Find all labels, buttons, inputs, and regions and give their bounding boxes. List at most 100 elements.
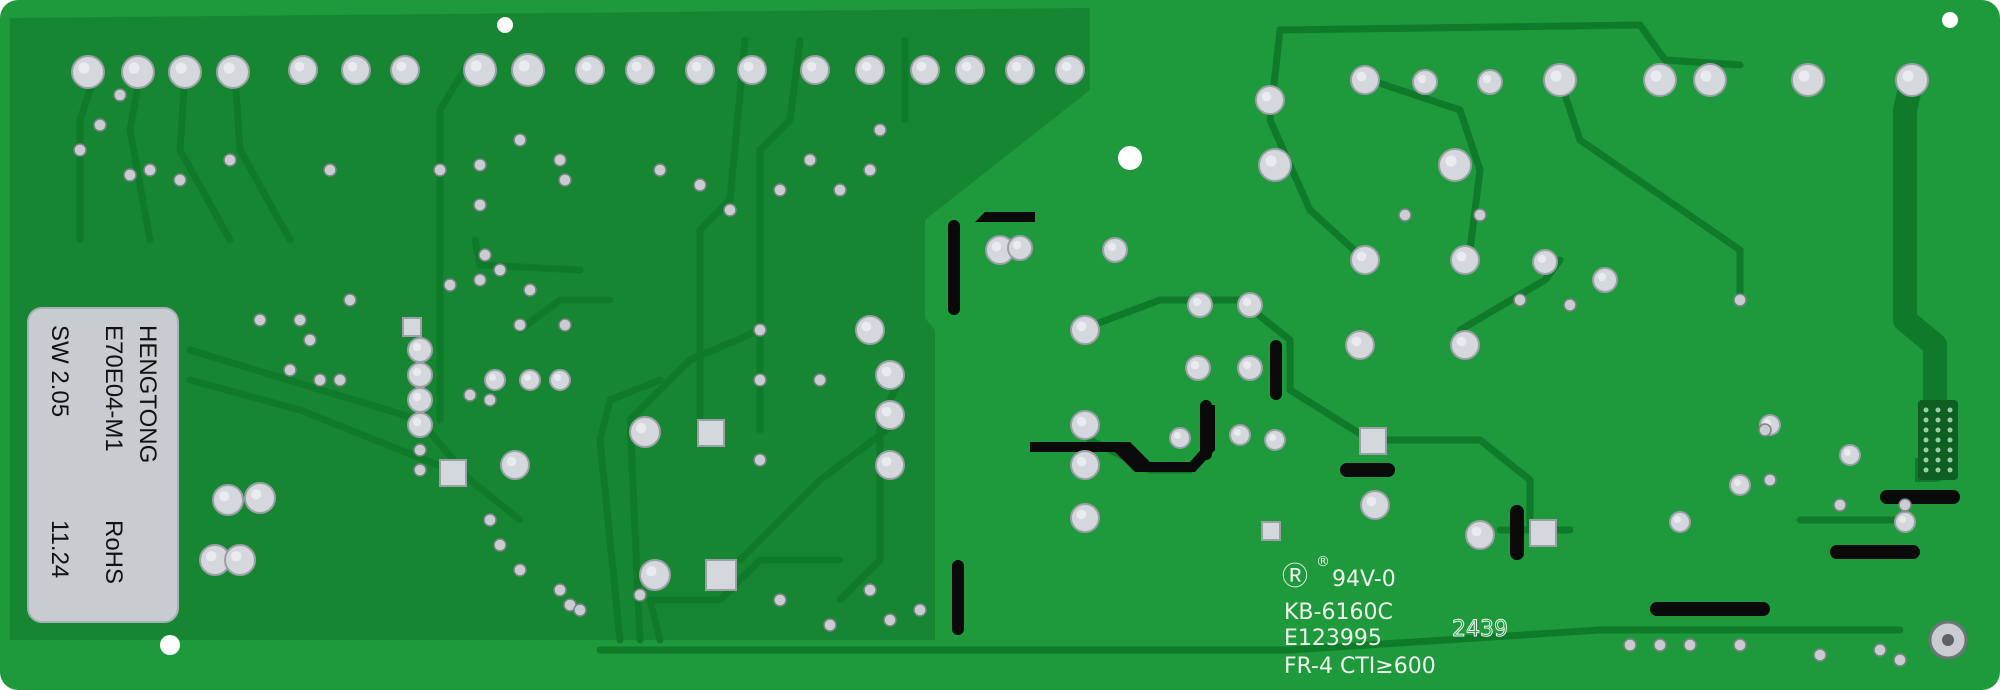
solder-pad [407, 337, 433, 363]
connector-pins [1923, 407, 1953, 473]
solder-pad-highlight [231, 551, 242, 562]
label-line1: HENGTONG [134, 325, 161, 463]
solder-pad-highlight [1351, 336, 1362, 347]
solder-pad-highlight [1597, 272, 1607, 282]
solder-pad [484, 369, 506, 391]
via [558, 173, 572, 187]
solder-pad [168, 55, 202, 89]
solder-pad [500, 450, 530, 480]
solder-pad [625, 55, 655, 85]
solder-pad-highlight [518, 60, 530, 72]
solder-pad-highlight [128, 62, 140, 74]
via [253, 313, 267, 327]
solder-pad-highlight [1417, 74, 1427, 84]
via [293, 313, 307, 327]
label-line3: SW 2.05 [46, 325, 73, 417]
via [1563, 298, 1577, 312]
via [833, 183, 847, 197]
solder-pad-highlight [1674, 516, 1681, 523]
solder-pad [1465, 520, 1495, 550]
solder-pad [639, 559, 671, 591]
solder-pad-highlight [1471, 526, 1482, 537]
solder-pad-highlight [1844, 449, 1851, 456]
via [483, 513, 497, 527]
solder-pad [1839, 444, 1861, 466]
connector-pin [1947, 427, 1953, 433]
solder-pad-highlight [294, 61, 305, 72]
solder-pad [875, 360, 905, 390]
connector-pin [1935, 427, 1941, 433]
via [323, 163, 337, 177]
solder-pad [244, 482, 276, 514]
connector-pin [1923, 417, 1929, 423]
solder-pad-highlight [1902, 70, 1914, 82]
via [1623, 638, 1637, 652]
solder-pad [1592, 267, 1618, 293]
solder-pad-highlight [881, 406, 892, 417]
solder-pad [224, 544, 256, 576]
via [558, 318, 572, 332]
solder-pad-highlight [1242, 297, 1252, 307]
solder-pad-highlight [412, 342, 422, 352]
solder-pad [1450, 330, 1480, 360]
solder-pad [1350, 245, 1380, 275]
solder-pad [1543, 63, 1577, 97]
via [1683, 638, 1697, 652]
solder-pad-highlight [1537, 254, 1547, 264]
solder-pad [575, 55, 605, 85]
solder-pad [407, 362, 433, 388]
solder-pad [1345, 330, 1375, 360]
label-sticker: HENGTONG E70E04-M1 SW 2.05 RoHS 11.24 [27, 307, 179, 623]
via [1873, 643, 1887, 657]
solder-pad [1237, 355, 1263, 381]
solder-pad [1264, 429, 1286, 451]
via [493, 263, 507, 277]
via [1733, 293, 1747, 307]
solder-pad-highlight [489, 374, 496, 381]
via [1398, 208, 1412, 222]
solder-pad [1070, 450, 1100, 480]
connector-pin [1935, 437, 1941, 443]
connector-pin [1923, 437, 1929, 443]
solder-pad [407, 412, 433, 438]
slot-cutout [975, 212, 1035, 222]
solder-pad-highlight [1174, 432, 1181, 439]
via [873, 123, 887, 137]
vias [73, 88, 1912, 667]
solder-pad-highlight [219, 491, 230, 502]
solder-pad-highlight [1356, 251, 1367, 262]
via [823, 618, 837, 632]
solder-pad-highlight [1242, 360, 1252, 370]
solder-pad [910, 55, 940, 85]
solder-pad-highlight [1011, 61, 1022, 72]
solder-pad-highlight [1012, 240, 1022, 250]
solder-pad-highlight [206, 551, 217, 562]
via [463, 388, 477, 402]
solder-pad-highlight [1456, 336, 1467, 347]
via [513, 563, 527, 577]
via [173, 173, 187, 187]
solder-pad-highlight [1076, 456, 1087, 467]
solder-pad [1187, 292, 1213, 318]
label-rohs: RoHS [100, 520, 127, 584]
solder-pad-highlight [1076, 416, 1087, 427]
label-line2: E70E04-M1 [100, 325, 127, 452]
solder-pad [1643, 63, 1677, 97]
connector-pin [1947, 437, 1953, 443]
via [553, 153, 567, 167]
solder-pad [341, 55, 371, 85]
via [553, 583, 567, 597]
via [523, 283, 537, 297]
via [753, 453, 767, 467]
via [93, 118, 107, 132]
via [333, 373, 347, 387]
via [143, 163, 157, 177]
solder-pad [216, 55, 250, 89]
via [123, 168, 137, 182]
ground-pad-hole [1942, 634, 1954, 646]
solder-pad [875, 400, 905, 430]
via [113, 88, 127, 102]
solder-pad [1255, 85, 1285, 115]
connector-pin [1947, 447, 1953, 453]
via [913, 603, 927, 617]
